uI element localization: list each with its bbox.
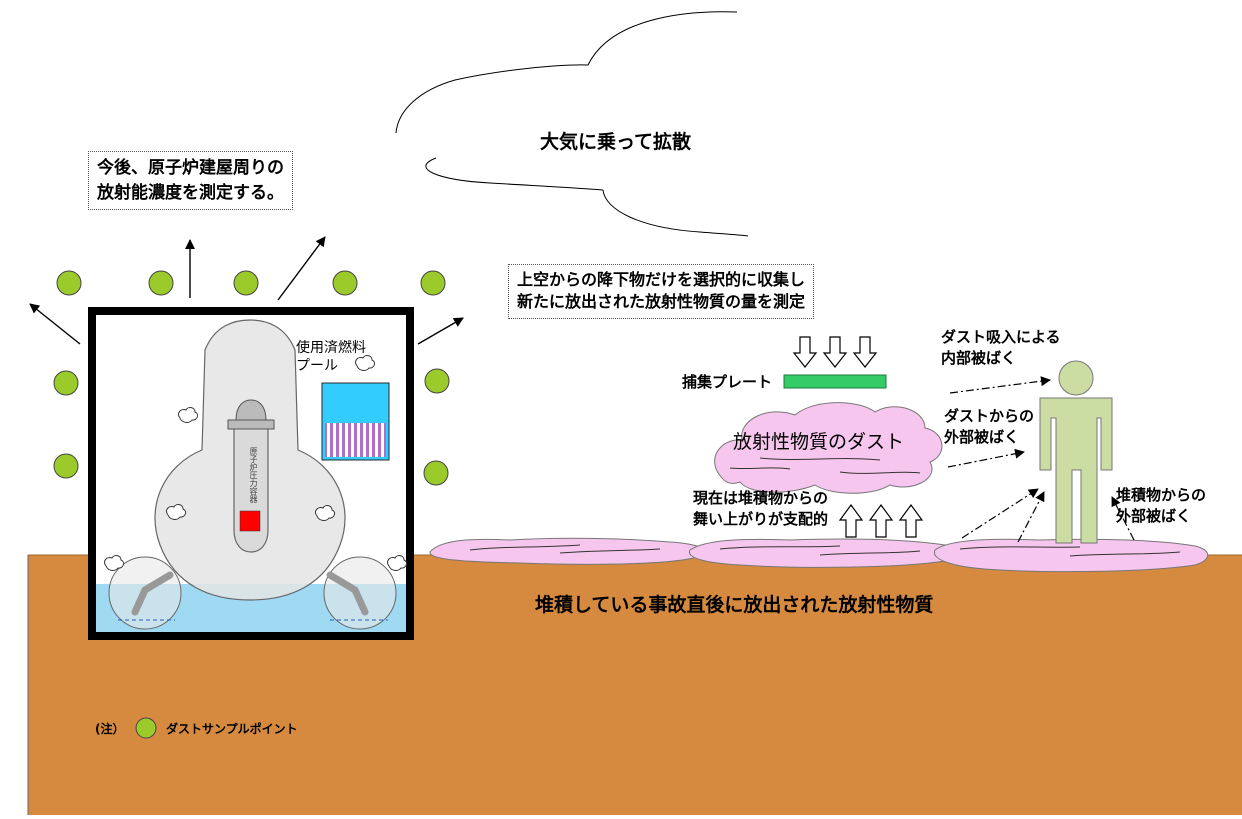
sample-point xyxy=(423,460,449,486)
sample-point xyxy=(332,270,358,296)
deposit-external-exposure-label: 堆積物からの 外部被ばく xyxy=(1116,485,1206,527)
deposit-external-exposure-label-line2: 外部被ばく xyxy=(1116,507,1192,525)
sample-point xyxy=(56,270,82,296)
spent-fuel-pool-label-line1: 使用済燃料 xyxy=(296,340,366,356)
dust-label: 放射性物質のダスト xyxy=(733,431,905,453)
sample-point xyxy=(148,270,174,296)
measurement-note-line1: 今後、原子炉建屋周りの xyxy=(97,158,284,178)
deposit-piles xyxy=(429,537,1209,573)
internal-exposure-label-line2: 内部被ばく xyxy=(941,349,1017,367)
internal-exposure-label: ダスト吸入による 内部被ばく xyxy=(941,327,1061,369)
exposure-arrows xyxy=(947,376,1135,543)
deposited-material-label: 堆積している事故直後に放出された放射性物質 xyxy=(535,594,934,616)
down-arrows xyxy=(792,336,878,368)
reactor-core xyxy=(239,510,261,532)
sample-point xyxy=(424,368,450,394)
release-puffs xyxy=(104,355,408,571)
sample-points xyxy=(53,270,450,739)
sample-point xyxy=(233,270,259,296)
dust-external-exposure-label-line2: 外部被ばく xyxy=(944,428,1020,446)
deposit-external-exposure-label-line1: 堆積物からの xyxy=(1116,486,1207,504)
sample-point xyxy=(53,370,79,396)
atmosphere-label: 大気に乗って拡散 xyxy=(540,131,692,153)
spent-fuel-pool-label: 使用済燃料 プール xyxy=(296,340,366,375)
collection-note-line1: 上空からの降下物だけを選択的に収集し xyxy=(517,270,806,289)
collection-plate-label: 捕集プレート xyxy=(682,373,773,391)
person xyxy=(1039,360,1113,544)
measurement-note-line2: 放射能濃度を測定する。 xyxy=(97,182,284,203)
legend-label: ダストサンプルポイント xyxy=(166,722,298,736)
reactor-vessel-label: 原子炉圧力容器 xyxy=(249,447,258,503)
collection-note: 上空からの降下物だけを選択的に収集し 新たに放出された放射性物質の量を測定 xyxy=(508,264,815,319)
measurement-note: 今後、原子炉建屋周りの 放射能濃度を測定する。 xyxy=(88,151,293,211)
collection-note-line2: 新たに放出された放射性物質の量を測定 xyxy=(517,292,806,312)
internal-exposure-label-line1: ダスト吸入による xyxy=(941,328,1061,346)
up-arrows xyxy=(838,503,924,538)
dust-cloud xyxy=(714,402,943,494)
sample-point xyxy=(53,453,79,479)
atmosphere-cloud xyxy=(395,11,749,237)
spent-fuel-pool-label-line2: プール xyxy=(296,357,338,374)
legend-sample-point xyxy=(135,717,157,739)
emission-arrows xyxy=(29,236,464,345)
dust-external-exposure-label-line1: ダストからの xyxy=(944,407,1035,425)
resuspension-label: 現在は堆積物からの 舞い上がりが支配的 xyxy=(693,488,828,530)
legend-note: (注） xyxy=(95,722,125,736)
resuspension-label-line1: 現在は堆積物からの xyxy=(693,489,829,507)
collection-plate xyxy=(783,374,887,389)
sample-point xyxy=(420,270,446,296)
resuspension-label-line2: 舞い上がりが支配的 xyxy=(693,510,829,528)
dust-external-exposure-label: ダストからの 外部被ばく xyxy=(944,406,1034,448)
